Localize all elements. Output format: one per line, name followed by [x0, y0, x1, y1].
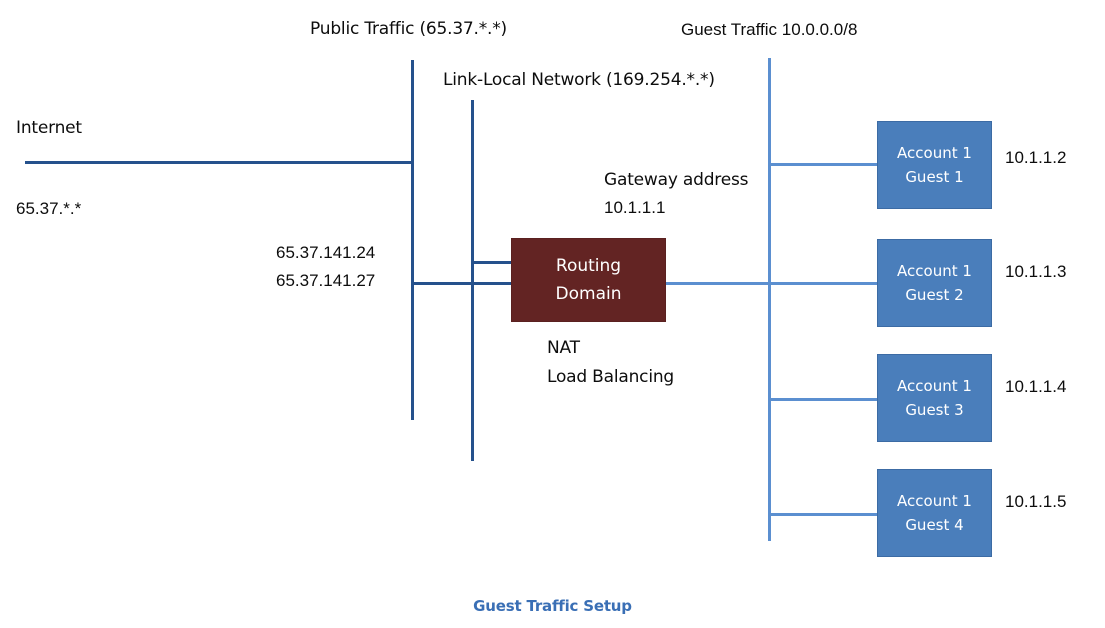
diagram-caption: Guest Traffic Setup: [473, 597, 632, 615]
guest-node-4-name: Guest 4: [905, 516, 964, 534]
routing-domain-node[interactable]: Routing Domain: [511, 238, 666, 322]
public-traffic-label: Public Traffic (65.37.*.*): [310, 19, 507, 39]
guest-node-2-name: Guest 2: [905, 286, 964, 304]
guest-node-3-account: Account 1: [897, 377, 972, 395]
internet-ip-range-label: 65.37.*.*: [16, 199, 82, 218]
guest-node-1[interactable]: Account 1 Guest 1: [877, 121, 992, 209]
routing-domain-line-2: Domain: [555, 284, 622, 304]
guest-node-2-account: Account 1: [897, 262, 972, 280]
guest-node-4-ip: 10.1.1.5: [1005, 492, 1067, 511]
guest-node-2[interactable]: Account 1 Guest 2: [877, 239, 992, 327]
link-local-network-label: Link-Local Network (169.254.*.*): [443, 70, 715, 90]
guest-node-3-ip: 10.1.1.4: [1005, 377, 1067, 396]
gateway-address-label: Gateway address: [604, 170, 749, 190]
guest-node-2-ip: 10.1.1.3: [1005, 262, 1067, 281]
guest-node-3-name: Guest 3: [905, 401, 964, 419]
guest-node-4[interactable]: Account 1 Guest 4: [877, 469, 992, 557]
guest-node-3[interactable]: Account 1 Guest 3: [877, 354, 992, 442]
public-ip-24-label: 65.37.141.24: [276, 243, 376, 262]
gateway-ip-label: 10.1.1.1: [604, 198, 666, 217]
public-ip-27-label: 65.37.141.27: [276, 271, 376, 290]
guest-node-4-account: Account 1: [897, 492, 972, 510]
guest-node-1-account: Account 1: [897, 144, 972, 162]
guest-node-1-ip: 10.1.1.2: [1005, 148, 1067, 167]
load-balancing-label: Load Balancing: [547, 367, 675, 387]
guest-traffic-label: Guest Traffic 10.0.0.0/8: [681, 20, 858, 39]
guest-node-1-name: Guest 1: [905, 168, 964, 186]
nat-label: NAT: [547, 338, 580, 358]
routing-domain-line-1: Routing: [555, 256, 622, 276]
internet-label: Internet: [16, 118, 82, 138]
